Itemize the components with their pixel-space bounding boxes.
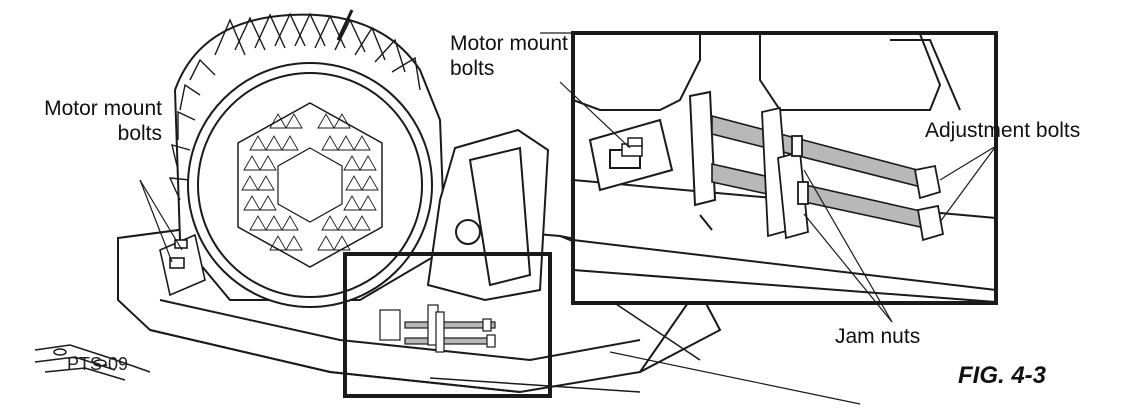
- motor-mount-bolts-inset-label-line2: bolts: [450, 57, 495, 80]
- part-code-label: PTS-09: [67, 354, 129, 374]
- detail-box: [343, 252, 552, 398]
- motor-mount-bolts-label-line2: bolts: [117, 122, 162, 145]
- leader-motor-inset: [559, 81, 631, 149]
- leader-adjust-a: [939, 145, 997, 181]
- motor-fins: [168, 12, 421, 201]
- inset-view: [572, 33, 997, 303]
- cable: [336, 9, 354, 41]
- motor-mount-bolts-inset-label: Motor mount bolts: [450, 31, 610, 81]
- leader-motor-left-a: [139, 179, 173, 263]
- leader-jam-b: [803, 213, 893, 323]
- leader-motor-left-b: [139, 179, 183, 251]
- jam-nuts-label: Jam nuts: [835, 325, 921, 348]
- adjustment-bolt-heads: [913, 164, 945, 242]
- leader-jam-a: [803, 169, 893, 323]
- motor: [168, 12, 447, 308]
- motor-mount-bolts-label: Motor mount bolts: [10, 96, 162, 146]
- leader-lines: [139, 81, 997, 405]
- motor-mount-bolt-detail: [621, 137, 643, 157]
- conveyor-fragment: [34, 344, 151, 381]
- figure-number-label: FIG. 4-3: [958, 362, 1047, 389]
- leader-base: [609, 351, 861, 405]
- motor-mount-bolts-inset-label-line1: Motor mount: [450, 32, 568, 55]
- jam-nut-plates: [761, 106, 809, 240]
- belt-guard: [426, 128, 550, 302]
- adjustment-bolts-label: Adjustment bolts: [925, 119, 1081, 142]
- adjustment-assembly-small: [379, 304, 496, 353]
- motor-mount-bolts-label-line1: Motor mount: [44, 97, 162, 120]
- inset-frame: [571, 31, 998, 305]
- vent-pattern: [241, 113, 379, 251]
- leader-adjust-b: [939, 145, 997, 223]
